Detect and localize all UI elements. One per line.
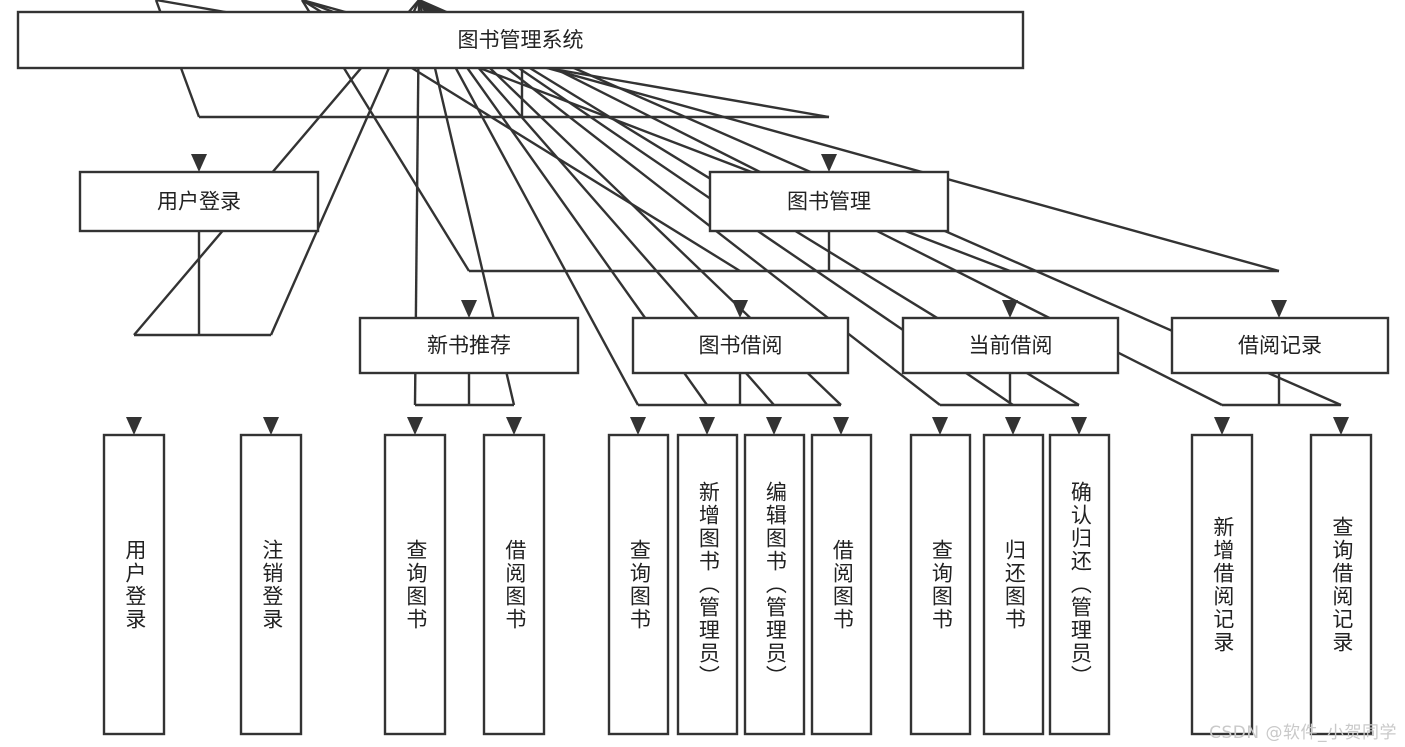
user-login-drop-0-arrowhead <box>126 417 142 435</box>
current-borrow-drop-1-arrowhead <box>1005 417 1021 435</box>
node-root[interactable] <box>16 10 1025 70</box>
book-manage-drop-2-arrowhead <box>1002 300 1018 318</box>
node-leaf-borrow-book[interactable] <box>810 433 873 736</box>
node-book-manage[interactable] <box>708 170 950 233</box>
node-leaf-edit-book[interactable] <box>743 433 806 736</box>
node-user-login[interactable] <box>78 170 320 233</box>
book-borrow-drop-0-arrowhead <box>630 417 646 435</box>
node-leaf-user-login[interactable] <box>102 433 166 736</box>
node-leaf-query-book-borrow[interactable] <box>607 433 670 736</box>
csdn-watermark: CSDN @软件_小贺同学 <box>1209 723 1397 743</box>
book-borrow-drop-2-arrowhead <box>766 417 782 435</box>
node-borrow-record-label: 借阅记录 <box>1238 334 1322 358</box>
node-leaf-return-book[interactable] <box>982 433 1045 736</box>
node-leaf-add-record[interactable] <box>1190 433 1254 736</box>
node-user-login-label: 用户登录 <box>157 190 241 214</box>
node-new-book-recommend-label: 新书推荐 <box>427 334 511 358</box>
root-drop-1-arrowhead <box>821 154 837 172</box>
node-box-layer <box>16 10 1390 736</box>
node-borrow-record[interactable] <box>1170 316 1390 375</box>
new-book-recommend-drop-0-arrowhead <box>407 417 423 435</box>
node-leaf-query-book-current[interactable] <box>909 433 972 736</box>
node-leaf-borrow-book-recommend[interactable] <box>482 433 546 736</box>
book-borrow-drop-3-arrowhead <box>833 417 849 435</box>
node-leaf-confirm-return[interactable] <box>1048 433 1111 736</box>
current-borrow-drop-0-arrowhead <box>932 417 948 435</box>
book-borrow-drop-1-arrowhead <box>699 417 715 435</box>
book-manage-drop-3-arrowhead <box>1271 300 1287 318</box>
borrow-record-drop-0-arrowhead <box>1214 417 1230 435</box>
node-root-label: 图书管理系统 <box>458 28 584 52</box>
root-drop-0-arrowhead <box>191 154 207 172</box>
node-book-borrow[interactable] <box>631 316 850 375</box>
borrow-record-drop-1-arrowhead <box>1333 417 1349 435</box>
node-current-borrow[interactable] <box>901 316 1120 375</box>
current-borrow-drop-2-arrowhead <box>1071 417 1087 435</box>
node-leaf-query-record[interactable] <box>1309 433 1373 736</box>
book-manage-drop-0-arrowhead <box>461 300 477 318</box>
user-login-drop-1-arrowhead <box>263 417 279 435</box>
node-book-manage-label: 图书管理 <box>787 190 871 214</box>
node-book-borrow-label: 图书借阅 <box>699 334 783 358</box>
node-leaf-user-logout[interactable] <box>239 433 303 736</box>
node-leaf-query-book-recommend[interactable] <box>383 433 447 736</box>
node-current-borrow-label: 当前借阅 <box>969 334 1053 358</box>
node-new-book-recommend[interactable] <box>358 316 580 375</box>
new-book-recommend-drop-1-arrowhead <box>506 417 522 435</box>
node-leaf-add-book[interactable] <box>676 433 739 736</box>
